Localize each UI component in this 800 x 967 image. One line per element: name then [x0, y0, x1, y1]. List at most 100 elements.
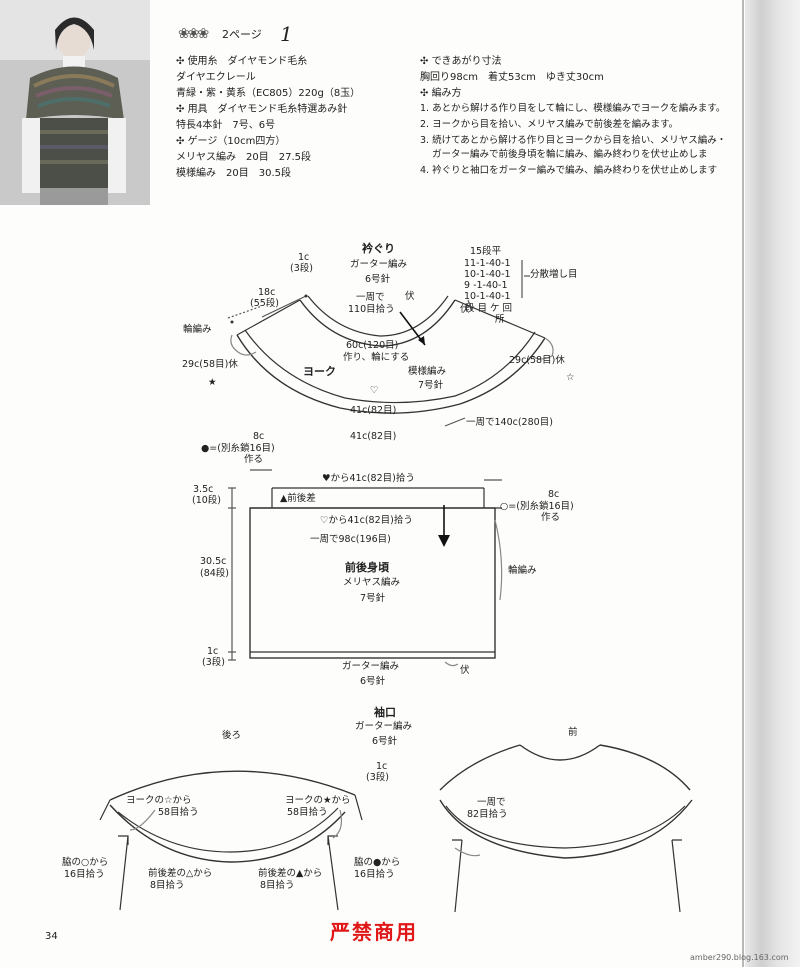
- sleeve-pick58a: 58目拾う: [158, 807, 199, 818]
- sleeve-title: 袖口: [374, 706, 396, 719]
- inc-row-2: 10-1-40-1: [464, 269, 511, 280]
- method-heading: ✣ 編み方: [420, 88, 462, 99]
- yoke-right-rest: 29c(58目)休: [509, 355, 565, 366]
- sleeve-front-label: 前: [568, 727, 578, 738]
- body-left-cast: ●=(別糸鎖16目): [201, 443, 275, 454]
- body-needle: 7号針: [360, 593, 386, 604]
- sleeve-pick8b: 8目拾う: [260, 880, 295, 891]
- finished-sizes: 胸回り98cm 着丈53cm ゆき丈30cm: [420, 72, 604, 83]
- sleeve-front-outline: [439, 744, 691, 791]
- method-step-3: 3. 続けてあとから解ける作り目とヨークから目を拾い、メリヤス編み・: [420, 135, 727, 146]
- body-right-cast: ○=(別糸鎖16目): [500, 501, 574, 512]
- yarn-heading: ✣ 使用糸 ダイヤモンド毛糸: [176, 56, 308, 67]
- needles: 特長4本針 7号、6号: [176, 120, 276, 131]
- body-top-pick: ♥から41c(82目)拾う: [322, 473, 415, 484]
- page-gutter: [745, 0, 800, 967]
- collar-round: 一周で: [356, 292, 385, 303]
- sleeve-diff-tri-b: 前後差の▲から: [258, 868, 323, 879]
- collar-ribbing: 輪編み: [183, 324, 212, 335]
- star-black: ★: [208, 377, 217, 388]
- inc-label: 分散増し目: [530, 269, 578, 280]
- collar-fu-2: 伏: [460, 304, 470, 315]
- body-h1: 3.5c: [193, 484, 214, 495]
- body-right-make: 作る: [541, 512, 561, 523]
- sleeve-needle: 6号針: [372, 736, 398, 747]
- heart-white: ♡: [370, 385, 379, 396]
- gauge-line-1: メリヤス編み 20目 27.5段: [176, 152, 311, 163]
- model-photo: [0, 0, 150, 205]
- collar-needle: 6号針: [365, 274, 391, 285]
- body-stitch: メリヤス編み: [343, 577, 401, 588]
- star-white: ☆: [566, 372, 575, 383]
- sleeve-yoke-black: ヨークの★から: [285, 795, 351, 806]
- yarn-color: 青緑・紫・黄系（EC805）220g（8玉）: [176, 88, 361, 99]
- inc-row-4: 10-1-40-1: [464, 291, 511, 302]
- body-title: 前後身頃: [345, 561, 389, 574]
- gauge-heading: ✣ ゲージ（10cm四方）: [176, 136, 286, 147]
- collar-pick: 110目拾う: [348, 304, 395, 315]
- collar-h2: 18c: [258, 287, 276, 298]
- inc-row-1: 11-1-40-1: [464, 258, 511, 269]
- body-bottom: ガーター編み: [342, 661, 400, 672]
- collar-fu-1: 伏: [405, 291, 415, 302]
- body-h3-rows: (3段): [202, 657, 225, 668]
- tools-heading: ✣ 用具 ダイヤモンド毛糸特選あみ針: [176, 104, 348, 115]
- inc-row-3: 9 -1-40-1: [464, 280, 508, 291]
- body-h2: 30.5c: [200, 556, 227, 567]
- sleeve-h: 1c: [376, 761, 388, 772]
- body-bottom-needle: 6号針: [360, 676, 386, 687]
- page-ref: 2ページ: [222, 28, 262, 41]
- method-step-2: 2. ヨークから目を拾い、メリヤス編みで前後差を編みます。: [420, 119, 679, 130]
- finished-heading: ✣ できあがり寸法: [420, 56, 502, 67]
- collar-h1-rows: (3段): [290, 263, 313, 274]
- sleeve-front-neck: [519, 744, 601, 761]
- blog-url: amber290.blog.163.com: [690, 953, 789, 962]
- inc-row-6: 所: [495, 314, 505, 325]
- body-right-w: 8c: [548, 489, 560, 500]
- body-h1-rows: (10段): [192, 495, 222, 506]
- page-number: 34: [45, 931, 58, 942]
- yoke-w2: 41c(82目): [350, 431, 397, 442]
- body-mid-pick: ♡から41c(82目)拾う: [320, 515, 413, 526]
- sleeve-back-outline: [109, 770, 356, 801]
- front-back-diff-band: [271, 487, 485, 508]
- yoke-outer-edge: [236, 334, 546, 414]
- body-rectangle: [249, 507, 496, 659]
- inc-row-0: 15段平: [470, 246, 502, 257]
- page-gutter-line: [742, 0, 744, 967]
- sleeve-pick82: 82目拾う: [467, 809, 508, 820]
- yarn-name: ダイヤエクレール: [176, 72, 256, 83]
- method-step-1: 1. あとから解ける作り目をして輪にし、模様編みでヨークを編みます。: [420, 103, 726, 114]
- yoke-left-rest: 29c(58目)休: [182, 359, 238, 370]
- collar-title: 衿ぐり: [362, 242, 395, 255]
- sleeve-pick58b: 58目拾う: [287, 807, 328, 818]
- body-fu: 伏: [460, 665, 470, 676]
- body-round98: 一周で98c(196目): [310, 534, 391, 545]
- sleeve-h-rows: (3段): [366, 772, 389, 783]
- sleeve-pick8a: 8目拾う: [150, 880, 185, 891]
- method-step-4: 4. 衿ぐりと袖口をガーター編みで編み、編み終わりを伏せ止めします: [420, 165, 718, 176]
- sleeve-yoke-white: ヨークの☆から: [126, 795, 192, 806]
- neck-edge: [299, 299, 456, 347]
- gauge-line-2: 模様編み 20目 30.5段: [176, 168, 291, 179]
- sleeve-side-black: 脇の●から: [354, 857, 401, 868]
- yoke-round140: 一周で140c(280目): [466, 417, 553, 428]
- collar-h1: 1c: [298, 252, 310, 263]
- body-front-back-diff: ▲前後差: [280, 493, 316, 504]
- body-ribbing: 輪編み: [508, 565, 537, 576]
- sleeve-diff-tri: 前後差の△から: [148, 868, 213, 879]
- yoke-title: ヨーク: [303, 365, 336, 378]
- yoke-pattern: 模様編み: [408, 366, 447, 377]
- yoke-cast-note: 作り、輪にする: [343, 352, 410, 363]
- sleeve-front-round: 一周で: [477, 797, 506, 808]
- body-h2-rows: (84段): [200, 568, 230, 579]
- body-left-make: 作る: [244, 454, 264, 465]
- collar-garter: ガーター編み: [350, 259, 408, 270]
- yoke-w1: 41c(82目): [350, 405, 397, 416]
- sleeve-back-label: 後ろ: [222, 730, 242, 741]
- sleeve-side-white: 脇の○から: [62, 857, 109, 868]
- body-h3: 1c: [207, 646, 219, 657]
- method-step-3b: ガーター編みで前後身頃を輪に編み、編み終わりを伏せ止めしま: [432, 149, 708, 160]
